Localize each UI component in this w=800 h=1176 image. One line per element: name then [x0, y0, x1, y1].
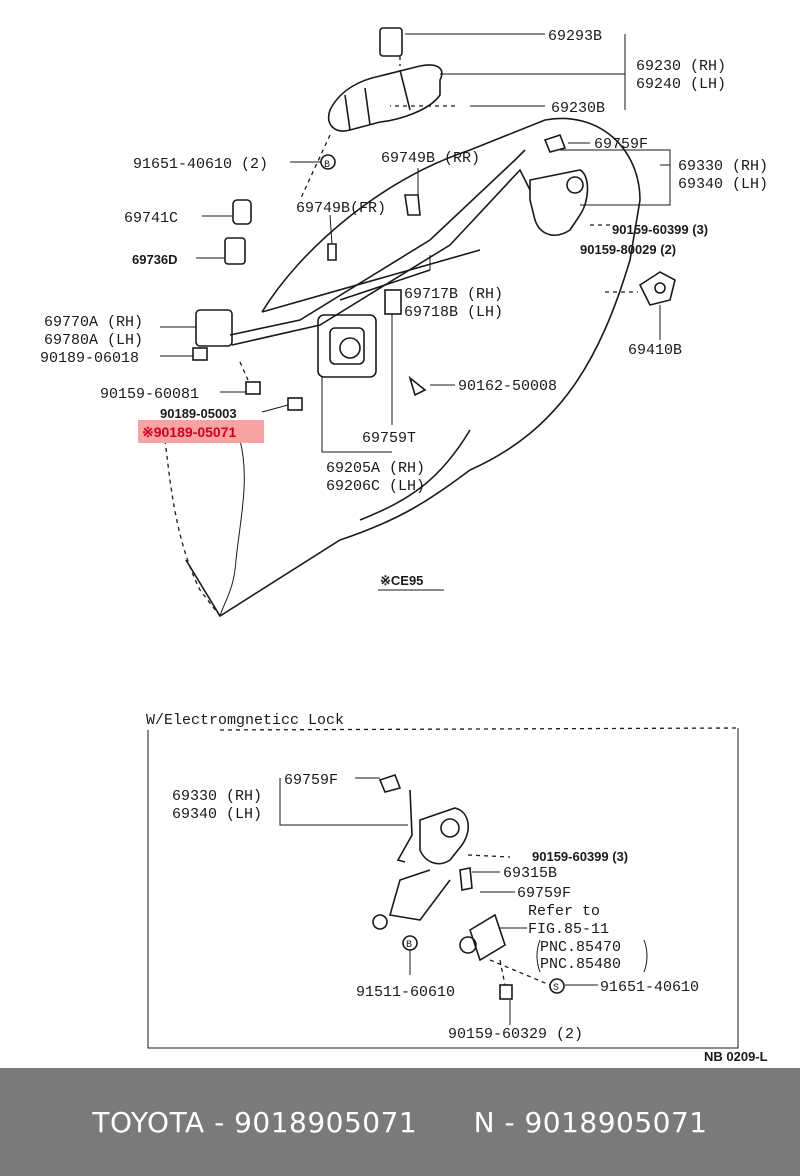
label-69330-rh-inset: 69330 (RH): [172, 788, 262, 805]
label-fig-85-11: FIG.85-11: [528, 921, 609, 938]
clip-69749b-fr: [404, 194, 421, 216]
label-90159-60081: 90159-60081: [100, 386, 199, 403]
label-refer-to: Refer to: [528, 903, 600, 920]
label-69749b-rr: 69749B (RR): [381, 150, 480, 167]
striker-69410b: [638, 271, 676, 306]
label-90189-05071-highlighted: ※90189-05071: [142, 424, 236, 440]
label-91511-60610: 91511-60610: [356, 984, 455, 1001]
knob-69741c: [232, 199, 252, 225]
inset-lock-assembly: [372, 773, 513, 1000]
screw-90159-60081: [245, 381, 261, 395]
clip-69749b-rr: [327, 243, 337, 261]
door-panel-outline: [185, 117, 641, 618]
label-69718b: 69718B (LH): [404, 304, 503, 321]
label-pnc-85470: PNC.85470: [540, 939, 621, 956]
part-69736d: [224, 237, 246, 265]
highlight-box: [138, 420, 264, 443]
label-69330-rh-top: 69330 (RH): [678, 158, 768, 175]
label-69230-rh: 69230 (RH): [636, 58, 726, 75]
label-pnc-85480: PNC.85480: [540, 956, 621, 973]
label-69759f-inset-top: 69759F: [284, 772, 338, 789]
label-69759t: 69759T: [362, 430, 416, 447]
label-69736d: 69736D: [132, 252, 178, 267]
clip-90189-06018: [192, 347, 208, 361]
label-69293b: 69293B: [548, 28, 602, 45]
label-69759f-top: 69759F: [594, 136, 648, 153]
rod-69749b-parallel: [231, 168, 531, 346]
label-69230b: 69230B: [551, 100, 605, 117]
inset-title: W/Electromgneticc Lock: [146, 712, 344, 729]
label-69205a: 69205A (RH): [326, 460, 425, 477]
label-69240-lh: 69240 (LH): [636, 76, 726, 93]
inset-badge-b-label: B: [406, 940, 412, 951]
inside-handle-69205a: [317, 314, 377, 378]
label-90189-05003: 90189-05003: [160, 406, 237, 421]
label-90159-60399-top: 90159-60399 (3): [612, 222, 708, 237]
screw-90162-50008: [408, 375, 427, 397]
inset-badge-s-label: S: [553, 983, 559, 994]
inset-badge-b-icon: [402, 935, 418, 951]
label-90159-80029: 90159-80029 (2): [580, 242, 676, 257]
label-90159-60329: 90159-60329 (2): [448, 1026, 583, 1043]
footer-part-number-text: TOYOTA - 9018905071 N - 9018905071: [92, 1105, 708, 1139]
pnc-brackets: [536, 939, 648, 973]
label-nb-0209: NB 0209-L: [704, 1049, 768, 1064]
label-69340-lh-inset: 69340 (LH): [172, 806, 262, 823]
label-91651-40610-inset: 91651-40610: [600, 979, 699, 996]
door-panel-inner-edge: [261, 249, 481, 521]
outside-handle-69230: [328, 27, 443, 132]
inset-badge-s-icon: [549, 978, 565, 994]
badge-b-label: B: [324, 160, 330, 171]
label-69315b: 69315B: [503, 865, 557, 882]
clip-69717b: [384, 289, 402, 315]
label-69759f-inset-mid: 69759F: [517, 885, 571, 902]
label-69741c: 69741C: [124, 210, 178, 227]
label-69717b: 69717B (RH): [404, 286, 503, 303]
footer-bar: TOYOTA - 9018905071 N - 9018905071: [0, 1068, 800, 1176]
label-ce95: ※CE95: [380, 573, 423, 588]
rod-69717b: [339, 269, 431, 301]
parts-diagram: B: [40, 27, 768, 1064]
label-91651-40610: 91651-40610 (2): [133, 156, 268, 173]
label-69749b-fr: 69749B(FR): [296, 200, 386, 217]
label-69340-lh-top: 69340 (LH): [678, 176, 768, 193]
label-69780a: 69780A (LH): [44, 332, 143, 349]
label-69770a: 69770A (RH): [44, 314, 143, 331]
inset-frame: [147, 728, 739, 1049]
label-69206c: 69206C (LH): [326, 478, 425, 495]
remote-control-69770a: [195, 309, 233, 347]
label-90162-50008: 90162-50008: [458, 378, 557, 395]
door-lock-69330: [529, 133, 589, 236]
label-90159-60399-inset: 90159-60399 (3): [532, 849, 628, 864]
label-69410b: 69410B: [628, 342, 682, 359]
rod-69749b: [229, 149, 526, 336]
label-90189-06018: 90189-06018: [40, 350, 139, 367]
clip-90189-05003: [287, 397, 303, 411]
